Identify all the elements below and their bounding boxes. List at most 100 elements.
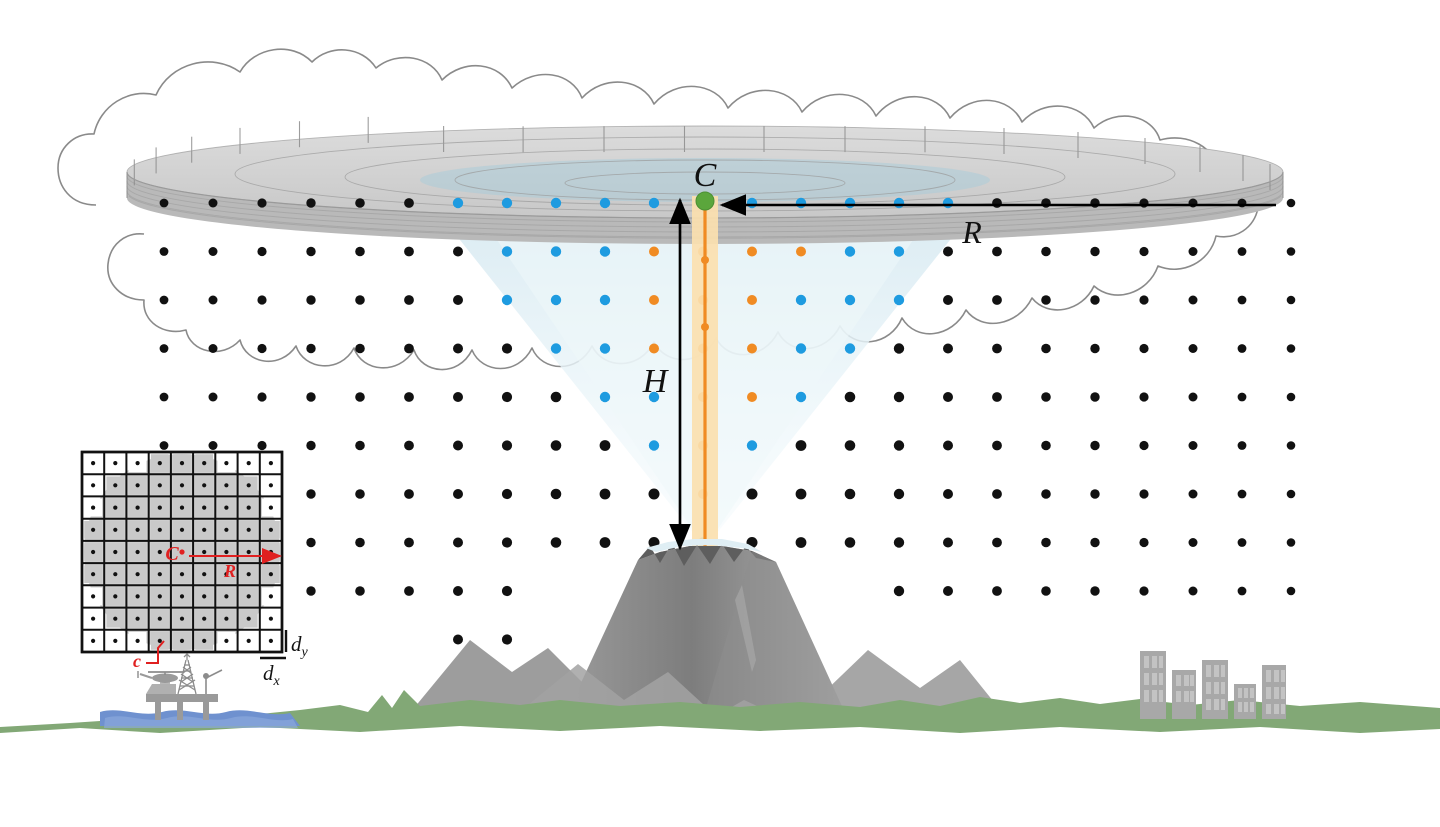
inset-cell-node [179, 616, 185, 621]
eruption-conduit [692, 196, 718, 548]
stratovolcano [400, 539, 1010, 728]
label-radius-R: R [961, 214, 982, 250]
grid-node-dot [893, 246, 905, 257]
inset-cell-node [202, 505, 207, 510]
grid-node-dot [404, 295, 414, 305]
grid-node-dot [1139, 198, 1149, 208]
grid-node-dot [257, 246, 267, 257]
grid-node-dot [159, 198, 169, 208]
inset-cell-node [224, 594, 229, 599]
grid-node-dot [844, 537, 856, 548]
label-center-C: C [694, 157, 717, 194]
grid-node-dot [550, 343, 562, 354]
inset-gridlines [81, 451, 283, 653]
inset-cell-node [135, 616, 140, 621]
inset-cell-node [179, 527, 185, 532]
grid-node-dot [306, 246, 316, 257]
grid-node-dot [1041, 489, 1051, 499]
building [1234, 684, 1256, 719]
grid-node-dot [453, 586, 463, 596]
grid-node-dot [159, 392, 169, 402]
inset-cell-node [246, 572, 251, 577]
grid-node-dot [257, 343, 267, 354]
grid-node-dot [844, 391, 856, 403]
grid-node-dot [844, 343, 856, 354]
grid-node-dot [747, 295, 757, 305]
grid-node-dot [501, 488, 513, 500]
inset-label-R: R [223, 561, 236, 581]
grid-node-dot [992, 489, 1002, 499]
grid-node-dot [208, 247, 218, 256]
grid-node-dot [306, 586, 316, 596]
inset-cell-node [224, 572, 229, 577]
inset-cell-node [179, 638, 185, 644]
grid-node-dot [501, 343, 513, 354]
inset-cell-node [157, 505, 162, 510]
grid-node-dot [943, 537, 953, 548]
grid-node-dot [1041, 586, 1051, 596]
derrick-tower [177, 653, 197, 695]
inset-cell-node [91, 638, 96, 644]
inset-cell-node [202, 527, 207, 532]
grid-node-dot [1286, 489, 1296, 499]
inset-cell-node [224, 483, 229, 488]
grid-node-dot [795, 197, 807, 209]
grid-node-dot [453, 440, 463, 451]
grid-node-dot [648, 488, 660, 500]
inset-label-c: c [133, 651, 141, 671]
grid-node-dot [453, 392, 463, 402]
grid-node-dot [1188, 586, 1198, 596]
inset-cell-node [135, 505, 140, 510]
grid-node-dot [1139, 537, 1149, 548]
grid-node-dot [992, 586, 1002, 596]
inset-cell-node [202, 461, 207, 466]
grid-node-dot [648, 440, 660, 451]
grid-node-dot [943, 295, 953, 305]
grid-node-dot [404, 343, 414, 354]
inset-cell-node [246, 594, 251, 599]
grid-node-dot [943, 586, 953, 596]
grid-node-dot [1041, 295, 1051, 305]
grid-node-dot [992, 246, 1002, 257]
grid-node-dot [747, 343, 757, 354]
grid-node-dot [893, 440, 905, 451]
grid-node-dot [992, 343, 1002, 354]
grid-node-dot [404, 246, 414, 257]
grid-node-dot [1286, 344, 1296, 353]
inset-cell-node [157, 549, 162, 555]
grid-node-dot [746, 440, 758, 451]
grid-node-dot [599, 343, 611, 354]
grid-node-dot [550, 197, 562, 209]
inset-cell-node [91, 594, 96, 599]
building [1140, 651, 1166, 719]
grid-node-dot [844, 488, 856, 500]
grid-node-dot [1090, 586, 1100, 596]
grid-node-dot [306, 198, 316, 208]
inset-cell-node [224, 616, 229, 621]
inset-cell-node [224, 638, 229, 644]
inset-cell-node [135, 549, 140, 555]
grid-node-dot [1237, 247, 1247, 256]
helicopter [137, 671, 184, 684]
inset-cell-node [268, 594, 273, 599]
inset-cell-node [246, 549, 251, 555]
grid-node-dot [1041, 343, 1051, 354]
inset-cell-node [135, 461, 140, 466]
grid-node-dot [943, 343, 953, 354]
grid-node-dot [159, 247, 169, 256]
grid-node-dot [795, 294, 807, 306]
grid-node-dot [1139, 295, 1149, 305]
terrain-base [0, 726, 1440, 760]
inset-cell-node [224, 505, 229, 510]
inset-cell-node [202, 483, 207, 488]
grid-node-dot [501, 294, 513, 306]
grid-node-dot [501, 585, 513, 597]
inset-cell-node [179, 483, 185, 488]
flank-streak [735, 585, 756, 672]
grid-node-dot [1090, 246, 1100, 257]
grid-node-dot [306, 343, 316, 354]
grid-node-dot [1237, 441, 1247, 450]
grid-node-dot [550, 391, 562, 403]
grid-node-dot [992, 440, 1002, 451]
grid-node-dot [453, 295, 463, 305]
